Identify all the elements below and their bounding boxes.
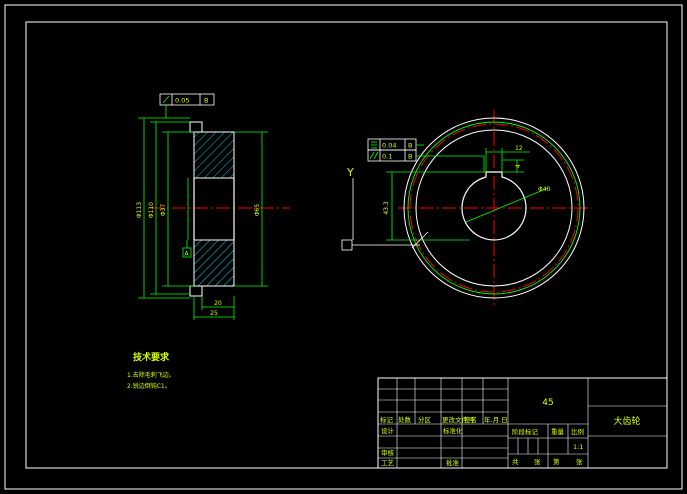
side-hatch-bottom [193,239,235,287]
dim-outer-dia: Φ113 [136,202,143,218]
notes-item-2: 2.锐边倒钝C1。 [127,382,171,390]
pitch-circle [409,123,579,293]
root-circle [407,121,581,295]
front-view: Φ40 12 4 43.3 0.04 [341,110,592,305]
tb-stage: 阶段标记 [512,427,539,436]
side-hub-top [189,121,203,133]
dim-bottom-inner: 20 [214,300,222,307]
outer-frame [4,4,683,490]
hub-circle [415,129,573,287]
tb-review: 审核 [381,448,395,457]
tb-label-zone: 分区 [418,415,432,424]
dim-hub-dia: Φ65 [254,204,261,217]
tb-standard: 标准化 [443,426,463,435]
side-view: Φ113 Φ110 Φ37 Φ65 20 25 0.05 B A [136,93,290,320]
tol1-datum: B [408,142,412,150]
tb-label-mark: 标记 [380,415,394,424]
dim-mid-dia: Φ110 [148,202,155,218]
side-geom-tolerance: 0.05 B [159,93,215,118]
dim-vertical: 43.3 [383,201,390,215]
tb-label-sign: 签名 [464,415,477,424]
front-tol-frames: 0.04 B 0.1 B [367,138,485,172]
tb-part-name: 大齿轮 [613,415,640,427]
dim-bore-label: Φ40 [538,186,551,193]
tb-material: 45 [542,398,553,408]
dim-keyway-width: 12 [515,145,523,152]
tb-weight: 重量 [551,428,565,436]
roughness-symbol: Y [346,166,354,179]
title-block: 标记 处数 分区 更改文件号 签名 年.月.日 设计 标准化 审核 工艺 批准 … [377,377,668,469]
technical-notes: 技术要求 1.去除毛刺飞边。 2.锐边倒钝C1。 [127,351,175,390]
tb-sheets: 共 [512,457,519,466]
datum-a-marker: A [182,240,192,258]
side-hatch-top [193,131,235,179]
dim-bottom-outer: 25 [210,310,218,317]
inner-frame [25,21,668,469]
tb-label-date: 年.月.日 [484,415,508,424]
bore-keyway [461,171,527,241]
tb-label-change: 更改文件号 [442,415,475,424]
tol1-value: 0.04 [382,142,396,150]
tip-circle [403,117,585,299]
tb-page-unit: 张 [576,457,583,466]
tb-scale-value: 1:1 [573,443,583,451]
tol2-value: 0.1 [382,153,392,161]
side-hub-bottom [189,285,203,297]
dim-bore-dia: Φ37 [160,204,167,217]
tb-design: 设计 [381,426,395,435]
notes-title: 技术要求 [133,351,170,363]
tb-scale: 比例 [571,427,584,436]
tb-approve: 批准 [446,458,460,467]
notes-item-1: 1.去除毛刺飞边。 [127,371,175,379]
roughness-marker: Y [341,166,429,251]
tol2-datum: B [408,153,412,161]
tb-label-count: 处数 [398,415,412,424]
side-bore [193,177,235,241]
tb-page: 第 [553,457,560,466]
tb-process: 工艺 [381,459,395,467]
datum-a-label: A [185,251,190,258]
tb-sheet-unit: 张 [534,457,541,466]
dim-keyway-depth: 4 [515,164,522,168]
side-tol-datum: B [204,97,208,105]
side-tol-value: 0.05 [175,97,189,105]
